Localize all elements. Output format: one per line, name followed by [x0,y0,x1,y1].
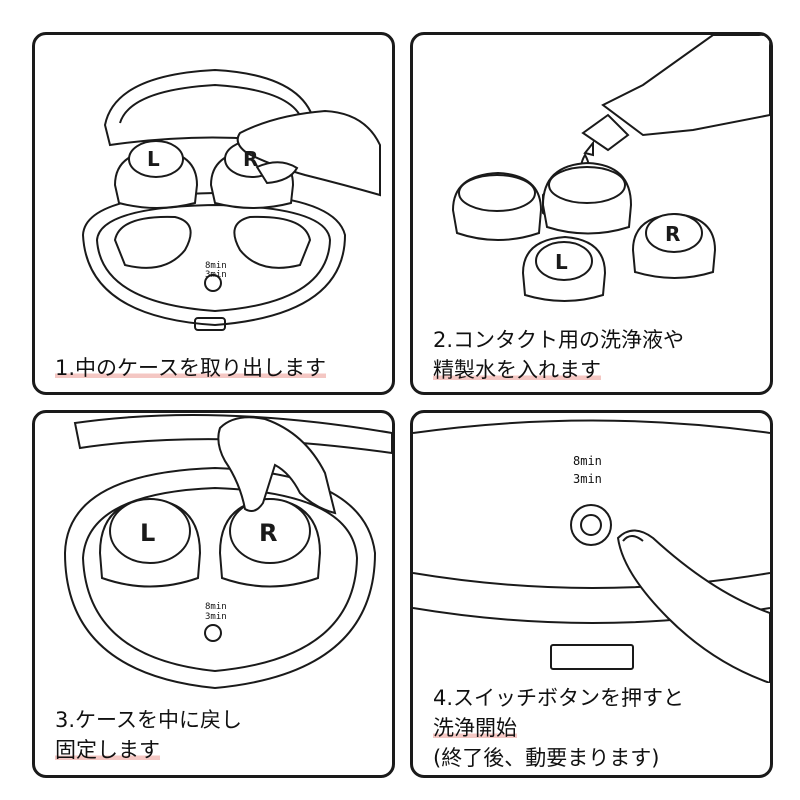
svg-text:8min: 8min [573,454,602,468]
lens-label-left: L [555,250,568,274]
step-4-line-1: 4.スイッチボタンを押すと [433,686,685,710]
svg-text:3min: 3min [205,270,227,280]
step-4-line-3: (終了後、動要まります) [433,746,660,770]
step-2-line-2: 精製水を入れます [433,358,601,382]
svg-text:8min: 8min [205,261,227,271]
fill-solution-illustration: L R [451,35,770,302]
remove-case-illustration: 8min 3min L R [81,68,381,331]
press-switch-illustration: 8min 3min [413,419,770,683]
svg-text:3min: 3min [205,612,227,622]
step-2-line-1: 2.コンタクト用の洗浄液や [433,328,685,352]
lens-label-right: R [665,222,680,246]
step-1-line-1: 1.中のケースを取り出します [55,356,326,380]
lens-label-right: R [259,519,277,547]
step-4-panel: 8min 3min 4.スイッチボタンを押すと 洗浄開始 (終了後、動要まります… [410,410,773,778]
step-1-panel: 8min 3min L R 1.中のケースを取り出します [32,32,395,395]
lens-label-left: L [140,519,155,547]
step-2-panel: L R 2.コンタクト用の洗浄液や 精製水を入れます [410,32,773,395]
lens-label-right: R [243,147,258,171]
svg-text:3min: 3min [573,472,602,486]
step-2-caption: 2.コンタクト用の洗浄液や 精製水を入れます [433,325,684,385]
step-4-line-2: 洗浄開始 [433,716,517,740]
lens-label-left: L [147,147,160,171]
step-3-panel: 8min 3min L R 3.ケースを中に戻し 固定します [32,410,395,778]
step-4-caption: 4.スイッチボタンを押すと 洗浄開始 (終了後、動要まります) [433,683,684,773]
return-case-illustration: 8min 3min L R [63,414,392,690]
svg-text:8min: 8min [205,602,227,612]
step-1-caption: 1.中のケースを取り出します [55,353,326,383]
step-3-caption: 3.ケースを中に戻し 固定します [55,705,242,765]
step-3-line-2: 固定します [55,738,160,762]
step-3-line-1: 3.ケースを中に戻し [55,708,242,732]
